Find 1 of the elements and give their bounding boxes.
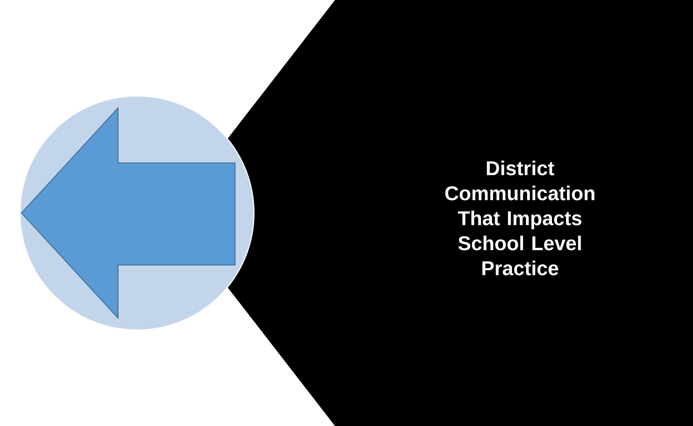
- chevron-box: District Communication That Impacts School Level Practice: [170, 0, 693, 426]
